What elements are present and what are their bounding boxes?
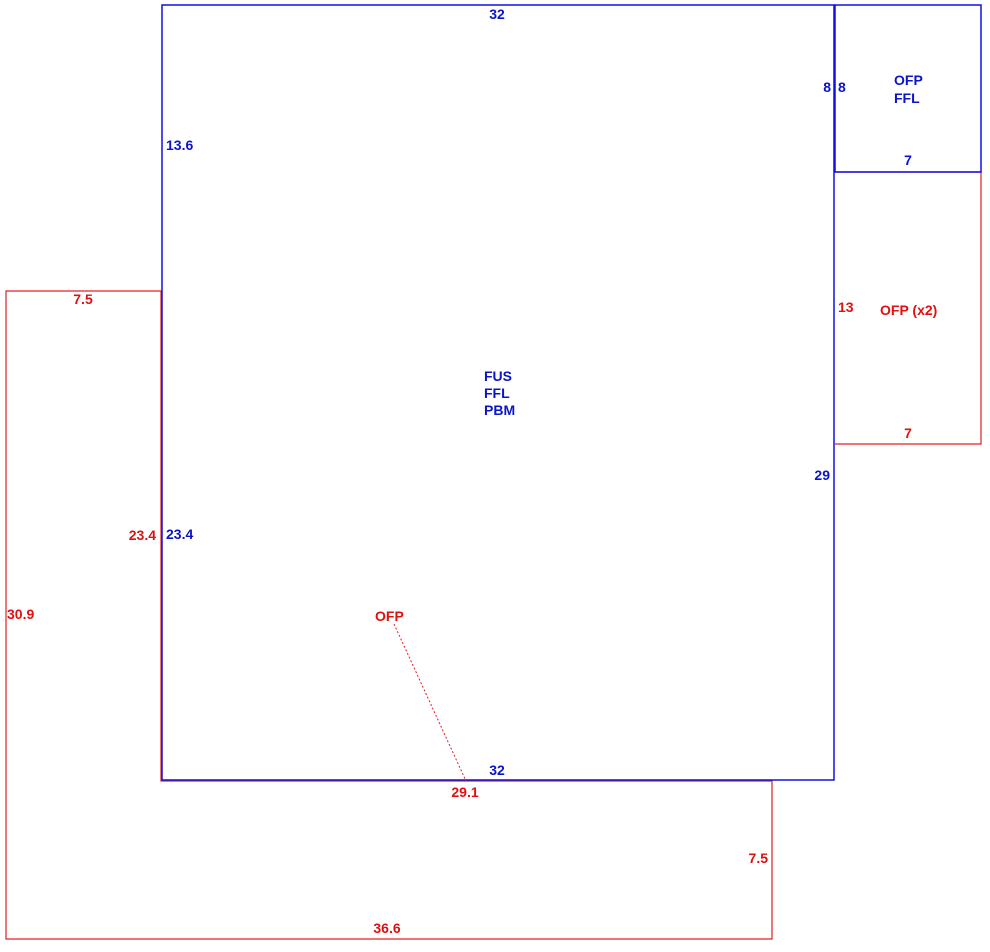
main-bottom-dimension: 32 (489, 762, 505, 778)
lower-left-left-dimension: 30.9 (7, 606, 34, 622)
main-area-code-2: FFL (484, 385, 510, 401)
main-right-upper-dimension: 8 (823, 79, 831, 95)
upper-right-bottom-dimension: 7 (904, 152, 912, 168)
main-right-lower-dimension: 29 (814, 467, 830, 483)
lower-left-ofp-area-outline (5, 290, 773, 940)
lower-left-bottom-dimension: 36.6 (373, 920, 400, 936)
main-area-code-3: PBM (484, 402, 515, 418)
main-left-lower-dimension: 23.4 (166, 526, 193, 542)
right-red-left-dimension: 13 (838, 299, 854, 315)
main-left-upper-dimension: 13.6 (166, 137, 193, 153)
main-top-dimension: 32 (489, 6, 505, 22)
lower-left-area-label: OFP (375, 608, 404, 624)
upper-right-left-dimension: 8 (838, 79, 846, 95)
lower-left-upper-bottom-dimension: 29.1 (451, 784, 478, 800)
main-area-code-1: FUS (484, 368, 512, 384)
right-red-area-label: OFP (x2) (880, 302, 937, 318)
upper-right-area-outline (834, 4, 982, 173)
ofp-leader-line (393, 623, 467, 782)
upper-right-code-2: FFL (894, 90, 920, 106)
main-area-outline (161, 4, 835, 781)
upper-right-code-1: OFP (894, 72, 923, 88)
lower-left-inner-left-dimension: 23.4 (129, 527, 156, 543)
lower-left-right-dimension: 7.5 (749, 850, 769, 866)
right-red-bottom-dimension: 7 (904, 425, 912, 441)
lower-left-top-dimension: 7.5 (73, 291, 93, 307)
